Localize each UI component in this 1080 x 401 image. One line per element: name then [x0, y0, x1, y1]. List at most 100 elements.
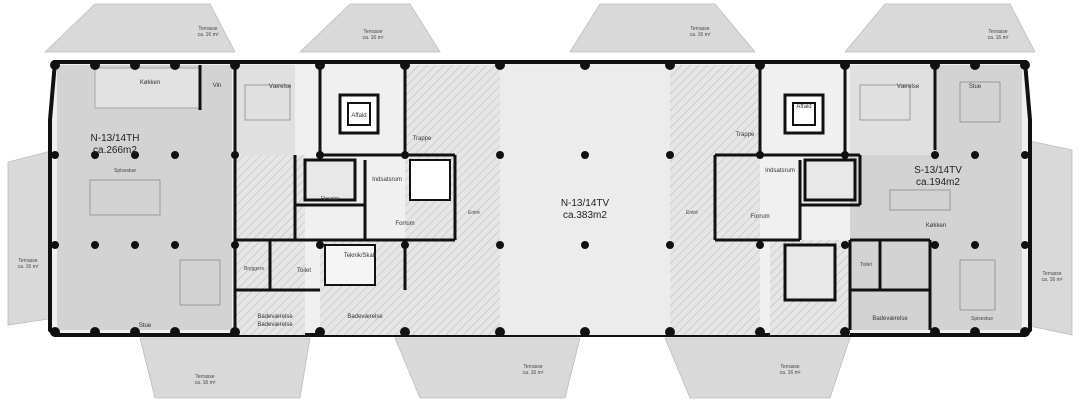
- terrace-top-1: [44, 3, 236, 53]
- core-affald-left: [338, 93, 380, 135]
- shaft-right-lower: [783, 243, 837, 302]
- column: [755, 60, 765, 70]
- room-teknik-skab: Teknik/Skab: [344, 253, 377, 259]
- column: [51, 151, 59, 159]
- room-trappe-right: Trappe: [736, 132, 755, 138]
- terrace-bottom-3: [664, 337, 851, 399]
- room-affald-right: Affald: [796, 104, 811, 110]
- column: [170, 60, 180, 70]
- apartment-north-tv-area: ca.383m2: [563, 210, 607, 221]
- column: [50, 60, 60, 70]
- terrace-right: [1024, 139, 1073, 336]
- column: [90, 60, 100, 70]
- room-indsatsrum-right: Indsatsrum: [765, 168, 795, 174]
- terrace-label: Terrasse: [18, 258, 37, 264]
- terrace-area: ca. 16 m²: [690, 32, 711, 38]
- column: [401, 151, 409, 159]
- column: [316, 241, 324, 249]
- core-affald-right: [783, 93, 825, 135]
- column: [170, 327, 180, 337]
- columns: [50, 60, 1030, 337]
- column: [970, 327, 980, 337]
- elevator-left: [303, 158, 357, 202]
- room-badevaerelse-right: Badeværelse: [872, 316, 908, 322]
- column: [400, 60, 410, 70]
- terrace-bottom-1: [139, 337, 311, 399]
- room-kokken-left: Køkken: [140, 80, 160, 86]
- column: [316, 151, 324, 159]
- column: [930, 60, 940, 70]
- room-badevaerelse-left-2: Badeværelse: [257, 322, 293, 328]
- terrace-area: ca. 16 m²: [780, 370, 801, 376]
- column: [496, 241, 504, 249]
- room-toilet-left: Toilet: [297, 268, 311, 274]
- terraces-bottom: [139, 337, 851, 399]
- column: [401, 241, 409, 249]
- column: [841, 241, 849, 249]
- column: [840, 60, 850, 70]
- column: [930, 327, 940, 337]
- room-affald-left: Affald: [351, 113, 366, 119]
- column: [580, 327, 590, 337]
- zone-north-th-living: [57, 65, 232, 330]
- room-spisestue-left: Spisestue: [114, 168, 136, 174]
- column: [665, 327, 675, 337]
- column: [495, 327, 505, 337]
- column: [130, 60, 140, 70]
- column: [315, 60, 325, 70]
- column: [231, 241, 239, 249]
- room-forrum-left: Forrum: [395, 221, 414, 227]
- room-trappe-left: Trappe: [413, 136, 432, 142]
- column: [971, 241, 979, 249]
- column: [496, 151, 504, 159]
- column: [581, 151, 589, 159]
- central-hall: [500, 65, 670, 335]
- apartment-north-tv-name: N-13/14TV: [561, 198, 610, 209]
- room-stue-left: Stue: [139, 323, 152, 329]
- column: [51, 241, 59, 249]
- terrace-area: ca. 16 m²: [1042, 277, 1063, 283]
- column: [1020, 327, 1030, 337]
- column: [230, 60, 240, 70]
- terrace-label: Terrasse: [198, 26, 217, 32]
- column: [931, 241, 939, 249]
- room-forrum-right: Forrum: [750, 214, 769, 220]
- terrace-label: Terrasse: [988, 29, 1007, 35]
- column: [840, 327, 850, 337]
- column: [315, 327, 325, 337]
- column: [131, 241, 139, 249]
- column: [666, 151, 674, 159]
- terrace-area: ca. 16 m²: [523, 370, 544, 376]
- column: [1020, 60, 1030, 70]
- room-entre-left: Entré: [468, 210, 480, 216]
- terrace-labels: Terrasse ca. 16 m² Terrasse ca. 16 m² Te…: [18, 26, 1063, 386]
- terrace-area: ca. 16 m²: [988, 35, 1009, 41]
- column: [931, 151, 939, 159]
- room-vin: Vin: [213, 83, 222, 89]
- room-spisestue-right: Spisestue: [971, 316, 993, 322]
- column: [971, 151, 979, 159]
- room-entre-right: Entré: [686, 210, 698, 216]
- apartment-north-th-area: ca.266m2: [93, 145, 137, 156]
- column: [841, 151, 849, 159]
- column: [970, 60, 980, 70]
- room-bryggers: Bryggers: [244, 266, 265, 272]
- column: [665, 60, 675, 70]
- apartment-north-th-name: N-13/14TH: [91, 133, 140, 144]
- column: [580, 60, 590, 70]
- column: [1021, 241, 1029, 249]
- terrace-label: Terrasse: [195, 374, 214, 380]
- room-toilet-right: Toilet: [860, 262, 872, 268]
- terrace-label: Terrasse: [690, 26, 709, 32]
- terrace-area: ca. 16 m²: [198, 32, 219, 38]
- terrace-label: Terrasse: [363, 29, 382, 35]
- column: [50, 327, 60, 337]
- room-badevaerelse-mid: Badeværelse: [347, 314, 383, 320]
- shaft-mid: [324, 244, 376, 286]
- terrace-area: ca. 16 m²: [18, 264, 39, 270]
- shaft-left-small: [409, 159, 451, 201]
- zone-right-bedroom: [850, 65, 935, 155]
- column: [91, 151, 99, 159]
- room-elevator-left: Elevator: [321, 196, 340, 202]
- terrace-top-3: [569, 3, 756, 53]
